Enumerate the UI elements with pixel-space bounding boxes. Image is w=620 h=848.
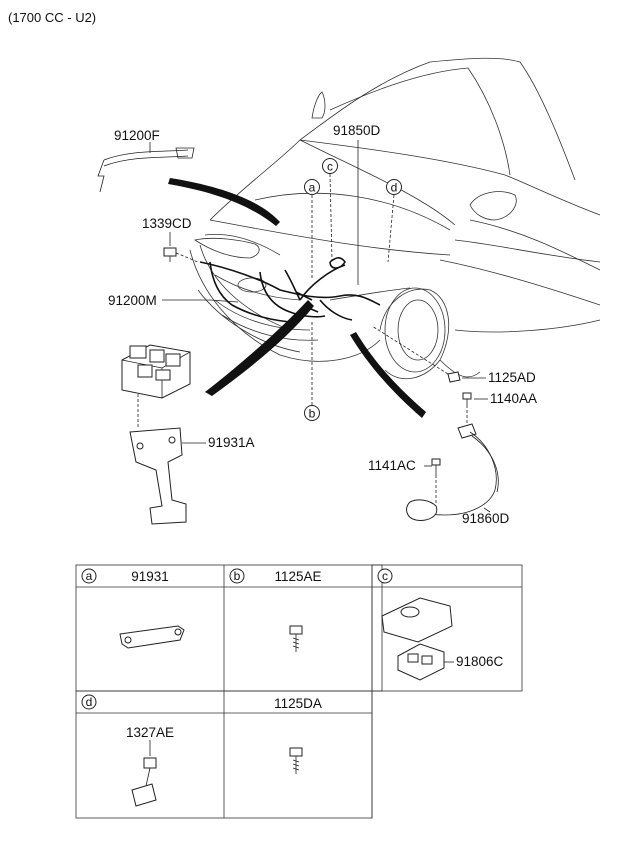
table-cell-b: b 1125AE xyxy=(229,568,322,652)
svg-text:c: c xyxy=(382,569,388,583)
svg-text:a: a xyxy=(86,569,93,583)
ref-circle-a: a xyxy=(304,179,320,195)
svg-text:b: b xyxy=(234,569,241,583)
detail-table xyxy=(75,564,523,819)
callout-1140AA: 1140AA xyxy=(490,391,537,406)
svg-text:1327AE: 1327AE xyxy=(126,725,174,740)
callout-91200F: 91200F xyxy=(114,128,160,143)
callout-1125AD: 1125AD xyxy=(488,370,536,385)
table-cell-c: c 91806C xyxy=(377,568,504,681)
svg-text:1125AE: 1125AE xyxy=(274,569,321,584)
part-91200F xyxy=(97,147,195,193)
overview-band xyxy=(205,300,314,396)
bolt-1140AA xyxy=(462,392,472,408)
table-cell-d: d 1327AE xyxy=(81,694,174,807)
overview-band xyxy=(350,332,426,418)
front-wiring-harness xyxy=(199,257,381,323)
callout-1339CD: 1339CD xyxy=(142,216,192,231)
overview-band xyxy=(168,178,280,226)
svg-text:91931: 91931 xyxy=(131,569,169,584)
bolt-1125AD xyxy=(447,371,461,383)
svg-text:91806C: 91806C xyxy=(456,654,504,669)
engine-label: (1700 CC - U2) xyxy=(8,10,96,25)
svg-text:1125DA: 1125DA xyxy=(274,696,322,711)
svg-text:c: c xyxy=(327,160,333,174)
bolt-1339CD xyxy=(163,247,177,262)
ref-circle-d: d xyxy=(386,179,402,195)
svg-text:d: d xyxy=(86,695,93,709)
svg-text:b: b xyxy=(309,407,316,421)
ref-circle-c: c xyxy=(322,158,338,174)
car-illustration xyxy=(189,57,601,379)
callout-91860D: 91860D xyxy=(462,511,510,526)
bolt-1141AC xyxy=(431,458,441,478)
callout-91850D: 91850D xyxy=(333,123,381,138)
table-cell-a: a 91931 xyxy=(81,568,185,649)
relay-box xyxy=(121,344,191,399)
svg-text:d: d xyxy=(391,181,398,195)
table-cell-e: 1125DA xyxy=(274,696,322,774)
ref-circle-b: b xyxy=(304,405,320,421)
svg-text:a: a xyxy=(309,181,316,195)
callout-91931A: 91931A xyxy=(208,435,255,450)
callout-91200M: 91200M xyxy=(108,293,157,308)
bracket-91931A xyxy=(129,427,187,525)
ground-cable-91860D xyxy=(406,423,499,521)
callout-1141AC: 1141AC xyxy=(368,458,416,473)
